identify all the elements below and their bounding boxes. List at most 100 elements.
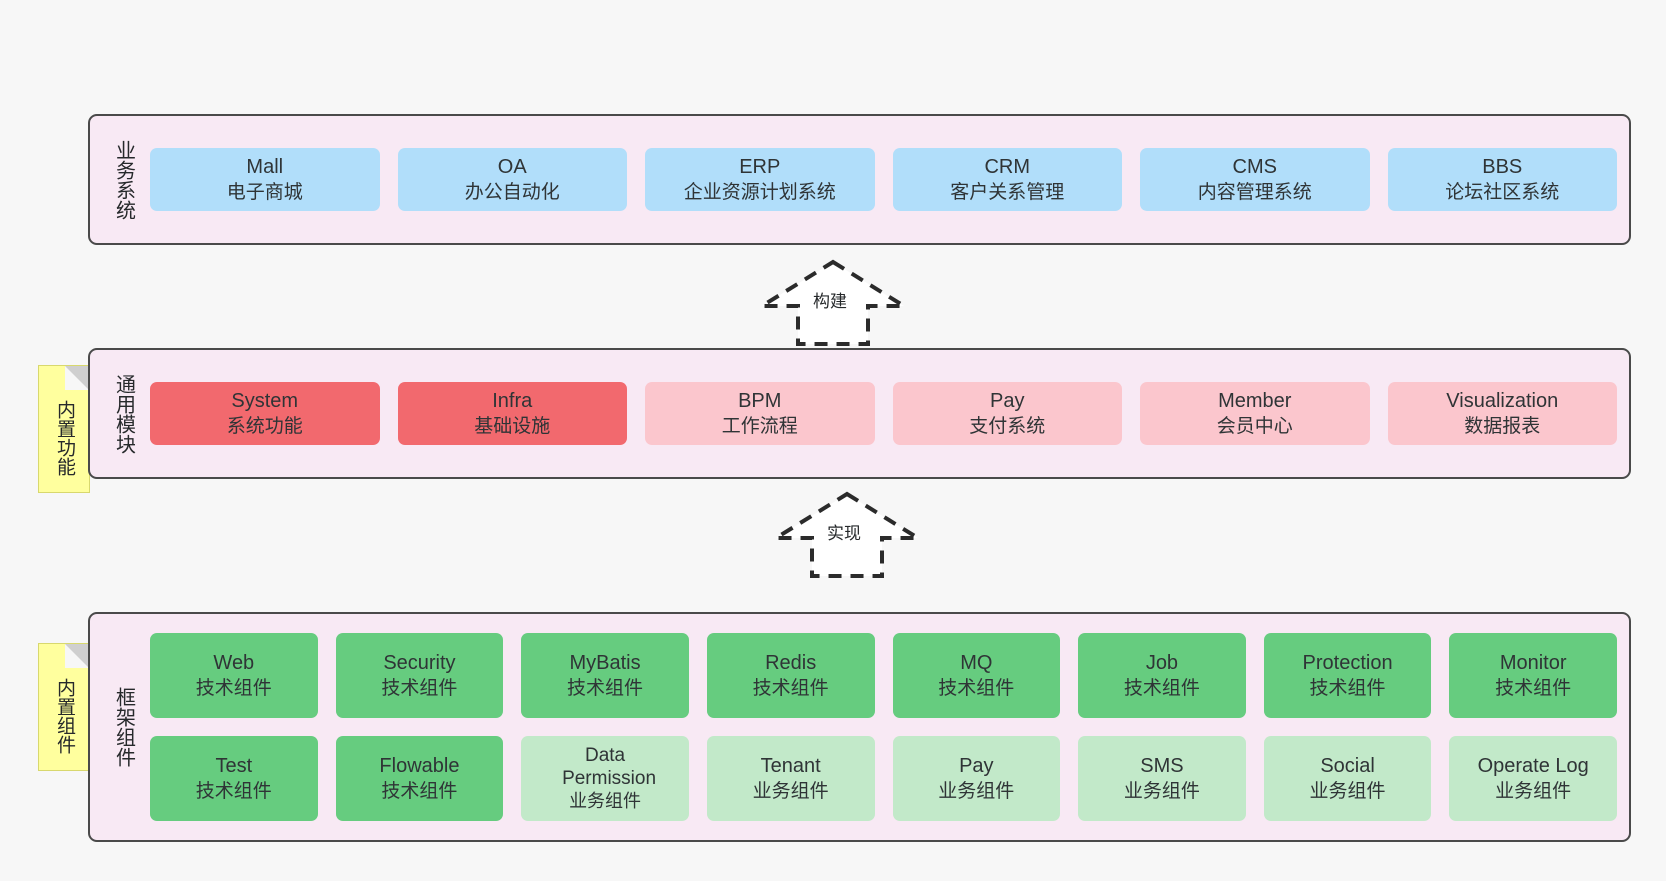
card-title-cn: 技术组件 bbox=[381, 781, 458, 802]
card-job[interactable]: Job 技术组件 bbox=[1078, 633, 1246, 718]
layer-business-system: 业务系统 Mall 电子商城 OA 办公自动化 ERP 企业资源计划系统 CRM… bbox=[88, 114, 1631, 245]
note-text: 内置功能 bbox=[54, 400, 75, 476]
card-title-en: Data Permission bbox=[562, 745, 657, 789]
card-title-en: Flowable bbox=[379, 755, 460, 777]
layer-common-module: 通用模块 System 系统功能 Infra 基础设施 BPM 工作流程 Pay… bbox=[88, 348, 1631, 479]
card-pay-component[interactable]: Pay 业务组件 bbox=[892, 736, 1061, 821]
card-title-en: Monitor bbox=[1499, 652, 1567, 674]
card-mall[interactable]: Mall 电子商城 bbox=[150, 148, 380, 211]
card-title-en: CMS bbox=[1232, 156, 1277, 178]
layer-framework-component: 框架组件 Web 技术组件 Security 技术组件 MyBatis 技术组件… bbox=[88, 612, 1631, 842]
card-system[interactable]: System 系统功能 bbox=[150, 382, 380, 445]
card-mq[interactable]: MQ 技术组件 bbox=[892, 633, 1061, 718]
card-title-en: Member bbox=[1218, 390, 1292, 412]
card-title-en: ERP bbox=[739, 156, 781, 178]
card-title-en: Test bbox=[215, 755, 253, 777]
card-title-cn: 业务组件 bbox=[752, 781, 829, 802]
note-fold-corner-icon bbox=[65, 644, 89, 668]
card-title-en: Pay bbox=[959, 755, 994, 777]
card-title-cn: 论坛社区系统 bbox=[1445, 182, 1560, 203]
card-social[interactable]: Social 业务组件 bbox=[1263, 736, 1432, 821]
card-title-cn: 支付系统 bbox=[969, 416, 1046, 437]
connector-implement-label: 实现 bbox=[827, 524, 861, 543]
note-text: 内置组件 bbox=[54, 678, 75, 754]
connector-build-label: 构建 bbox=[813, 292, 847, 311]
card-title-en: BBS bbox=[1482, 156, 1523, 178]
card-title-cn: 工作流程 bbox=[721, 416, 798, 437]
card-security[interactable]: Security 技术组件 bbox=[335, 633, 504, 718]
layer-title-common: 通用模块 bbox=[112, 373, 135, 454]
card-flowable[interactable]: Flowable 技术组件 bbox=[335, 736, 504, 821]
card-oa[interactable]: OA 办公自动化 bbox=[397, 148, 627, 211]
card-web[interactable]: Web 技术组件 bbox=[150, 633, 318, 718]
card-erp[interactable]: ERP 企业资源计划系统 bbox=[645, 148, 875, 211]
card-title-en: Redis bbox=[765, 652, 817, 674]
card-title-cn: 业务组件 bbox=[1309, 781, 1386, 802]
card-mybatis[interactable]: MyBatis 技术组件 bbox=[521, 633, 689, 718]
card-row: Web 技术组件 Security 技术组件 MyBatis 技术组件 Redi… bbox=[150, 633, 1617, 718]
card-title-cn: 业务组件 bbox=[938, 781, 1015, 802]
card-title-en: OA bbox=[497, 156, 527, 178]
sticky-note-builtin-function: 内置功能 bbox=[38, 365, 90, 493]
card-title-en: MQ bbox=[960, 652, 993, 674]
card-title-en: MyBatis bbox=[569, 652, 641, 674]
card-visualization[interactable]: Visualization 数据报表 bbox=[1387, 382, 1617, 445]
card-title-en: System bbox=[231, 390, 299, 412]
layer-title-business: 业务系统 bbox=[112, 139, 135, 220]
card-member[interactable]: Member 会员中心 bbox=[1140, 382, 1370, 445]
connector-implement-arrow bbox=[768, 490, 926, 580]
card-crm[interactable]: CRM 客户关系管理 bbox=[892, 148, 1122, 211]
card-redis[interactable]: Redis 技术组件 bbox=[706, 633, 875, 718]
card-monitor[interactable]: Monitor 技术组件 bbox=[1449, 633, 1617, 718]
layer-body-framework: Web 技术组件 Security 技术组件 MyBatis 技术组件 Redi… bbox=[146, 614, 1629, 840]
card-title-cn: 技术组件 bbox=[195, 781, 272, 802]
card-title-en: SMS bbox=[1140, 755, 1184, 777]
card-title-en: BPM bbox=[738, 390, 782, 412]
card-protection[interactable]: Protection 技术组件 bbox=[1263, 633, 1432, 718]
card-title-en: Security bbox=[383, 652, 456, 674]
card-infra[interactable]: Infra 基础设施 bbox=[397, 382, 627, 445]
card-title-cn: 客户关系管理 bbox=[950, 182, 1065, 203]
card-title-cn: 数据报表 bbox=[1464, 416, 1541, 437]
card-title-en: Mall bbox=[246, 156, 284, 178]
card-title-en: Infra bbox=[492, 390, 533, 412]
card-row: Mall 电子商城 OA 办公自动化 ERP 企业资源计划系统 CRM 客户关系… bbox=[150, 148, 1617, 211]
card-title-en: Pay bbox=[990, 390, 1025, 412]
card-title-cn: 电子商城 bbox=[226, 182, 303, 203]
card-row: Test 技术组件 Flowable 技术组件 Data Permission … bbox=[150, 736, 1617, 821]
card-title-cn: 技术组件 bbox=[1495, 678, 1572, 699]
card-cms[interactable]: CMS 内容管理系统 bbox=[1140, 148, 1370, 211]
card-data-permission[interactable]: Data Permission 业务组件 bbox=[521, 736, 689, 821]
card-title-cn: 技术组件 bbox=[1309, 678, 1386, 699]
card-test[interactable]: Test 技术组件 bbox=[150, 736, 318, 821]
card-title-cn: 企业资源计划系统 bbox=[683, 182, 836, 203]
card-title-cn: 技术组件 bbox=[381, 678, 458, 699]
card-title-cn: 系统功能 bbox=[226, 416, 303, 437]
connector-build-arrow bbox=[754, 258, 912, 348]
card-title-en: Visualization bbox=[1446, 390, 1559, 412]
card-title-cn: 内容管理系统 bbox=[1197, 182, 1312, 203]
card-title-en: Operate Log bbox=[1477, 755, 1589, 777]
card-operate-log[interactable]: Operate Log 业务组件 bbox=[1449, 736, 1617, 821]
card-sms[interactable]: SMS 业务组件 bbox=[1078, 736, 1246, 821]
card-title-en: Protection bbox=[1302, 652, 1393, 674]
card-row: System 系统功能 Infra 基础设施 BPM 工作流程 Pay 支付系统… bbox=[150, 382, 1617, 445]
layer-body-business: Mall 电子商城 OA 办公自动化 ERP 企业资源计划系统 CRM 客户关系… bbox=[146, 116, 1629, 243]
card-title-cn: 办公自动化 bbox=[464, 182, 560, 203]
card-tenant[interactable]: Tenant 业务组件 bbox=[706, 736, 875, 821]
card-bbs[interactable]: BBS 论坛社区系统 bbox=[1387, 148, 1617, 211]
card-title-cn: 会员中心 bbox=[1216, 416, 1293, 437]
card-title-cn: 技术组件 bbox=[752, 678, 829, 699]
card-title-cn: 技术组件 bbox=[567, 678, 644, 699]
card-pay-module[interactable]: Pay 支付系统 bbox=[892, 382, 1122, 445]
card-title-cn: 技术组件 bbox=[195, 678, 272, 699]
note-fold-corner-icon bbox=[65, 366, 89, 390]
card-title-cn: 基础设施 bbox=[474, 416, 551, 437]
card-bpm[interactable]: BPM 工作流程 bbox=[645, 382, 875, 445]
card-title-en: Tenant bbox=[760, 755, 821, 777]
card-title-cn: 技术组件 bbox=[1123, 678, 1200, 699]
card-title-en: Web bbox=[213, 652, 255, 674]
layer-body-common: System 系统功能 Infra 基础设施 BPM 工作流程 Pay 支付系统… bbox=[146, 350, 1629, 477]
card-title-cn: 业务组件 bbox=[1123, 781, 1200, 802]
